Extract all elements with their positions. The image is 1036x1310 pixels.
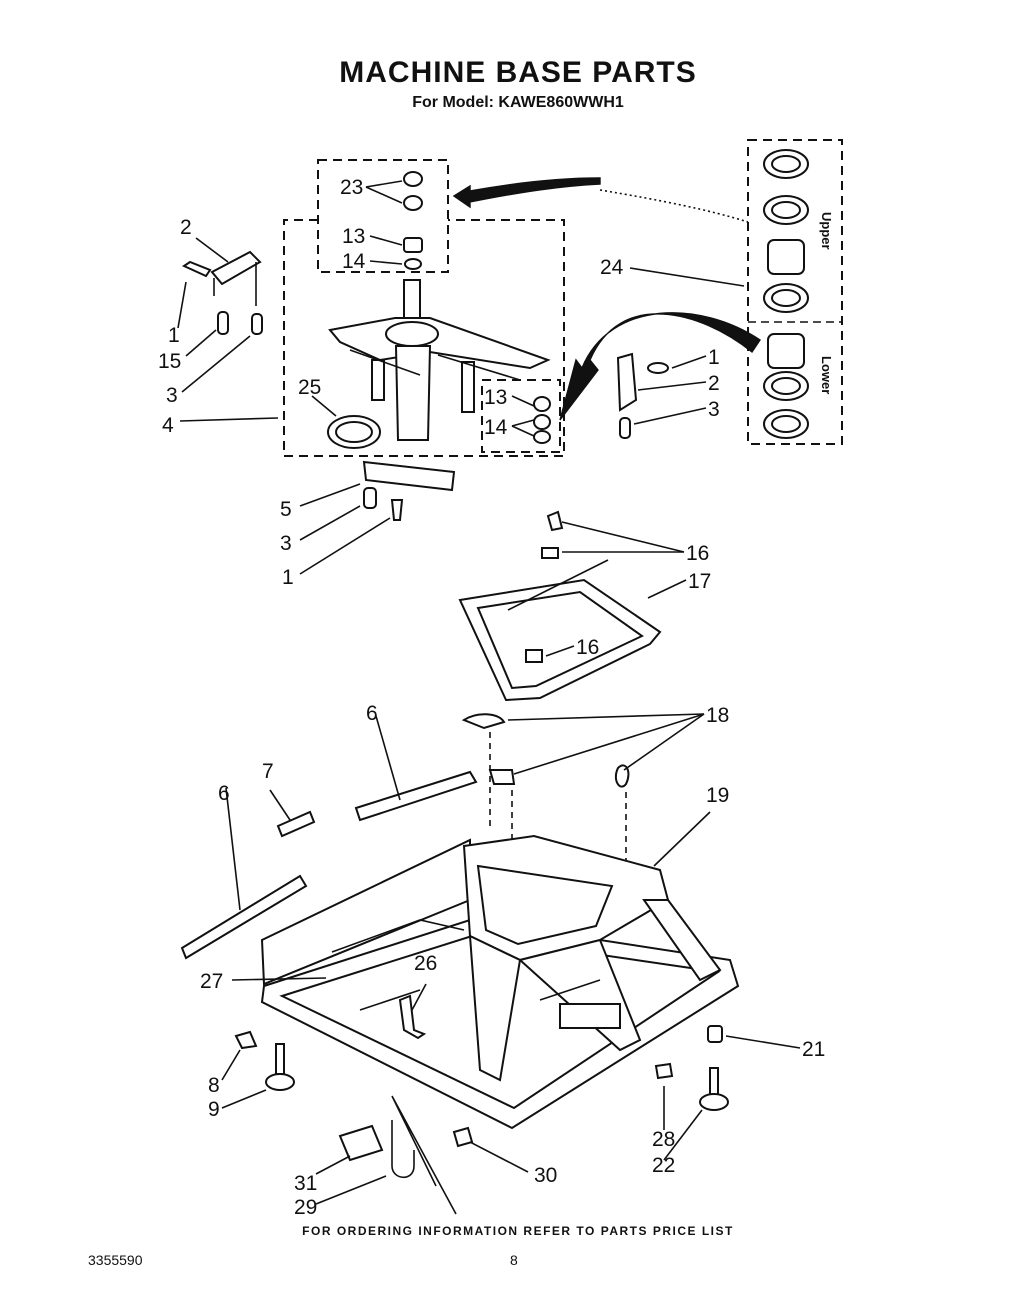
part-16-clip-mid — [541, 547, 559, 559]
part-31-hose — [338, 1124, 384, 1162]
callout-6-upper: 6 — [366, 702, 378, 725]
callout-23: 23 — [340, 176, 363, 199]
hose-leader-v — [391, 1095, 457, 1215]
part-17-top-frame — [458, 559, 662, 702]
side-box-leader — [599, 189, 749, 223]
part-4-transmission-assembly — [328, 279, 551, 441]
part-29-hose-clip — [391, 1120, 415, 1179]
part-18-spring — [614, 764, 630, 788]
part-2-bracket-left — [210, 250, 262, 306]
part-25-seal-ring — [327, 415, 381, 449]
transmission-assembly-box — [283, 219, 565, 457]
callout-15: 15 — [158, 350, 181, 373]
callout-18: 18 — [706, 704, 729, 727]
side-bearing-box — [747, 139, 843, 445]
lower-label: Lower — [819, 356, 834, 394]
model-subtitle: For Model: KAWE860WWH1 — [412, 94, 624, 111]
callout-13-upper: 13 — [342, 225, 365, 248]
callout-26: 26 — [414, 952, 437, 975]
callout-1-right: 1 — [708, 346, 720, 369]
part-28-clip — [654, 1062, 674, 1080]
part-18-cap — [461, 713, 506, 730]
bearing-detail-box — [317, 159, 449, 273]
lower-bearings — [533, 396, 551, 444]
bearing-box-arrow — [452, 177, 601, 209]
part-13-bushing — [403, 237, 423, 253]
part-18-clip — [488, 769, 516, 785]
callout-4: 4 — [162, 414, 174, 437]
part-1-bolt-left — [181, 260, 212, 278]
document-number: 3355590 — [88, 1252, 143, 1268]
page-title: MACHINE BASE PARTS — [339, 56, 697, 89]
part-8-cap — [234, 1030, 258, 1050]
callout-21: 21 — [802, 1038, 825, 1061]
callout-7: 7 — [262, 760, 274, 783]
callout-14-lower: 14 — [484, 416, 508, 439]
part-16-clip-top — [546, 510, 564, 532]
part-23-bearing — [403, 171, 423, 211]
part-2-bracket-right — [616, 352, 638, 412]
callout-9: 9 — [208, 1098, 220, 1121]
part-3-clip-left — [251, 313, 263, 335]
callout-3-left: 3 — [166, 384, 178, 407]
callout-3-right: 3 — [708, 398, 720, 421]
ordering-note: FOR ORDERING INFORMATION REFER TO PARTS … — [302, 1224, 734, 1238]
callout-19: 19 — [706, 784, 729, 807]
upper-bearing-set — [763, 149, 809, 313]
page-number: 8 — [510, 1252, 518, 1268]
callout-31: 31 — [294, 1172, 317, 1195]
callout-25: 25 — [298, 376, 321, 399]
upper-label: Upper — [819, 212, 834, 250]
part-26-clip — [398, 994, 427, 1040]
part-30-clip — [452, 1126, 474, 1148]
callout-2-left: 2 — [180, 216, 192, 239]
part-1-bolt-right — [647, 362, 669, 374]
side-box-arrow — [559, 312, 761, 421]
callout-2-right: 2 — [708, 372, 720, 395]
part-16-clip-low — [525, 649, 543, 663]
part-1-bolt-bottom — [390, 499, 404, 521]
lower-bearing-box — [481, 379, 561, 453]
callout-30: 30 — [534, 1164, 557, 1187]
part-7-spring — [276, 810, 316, 838]
part-3-clip-bottom — [363, 487, 377, 509]
callout-3-bottom: 3 — [280, 532, 292, 555]
lower-bearing-set — [763, 333, 809, 439]
part-19-machine-base — [260, 834, 740, 1130]
callout-13-lower: 13 — [484, 386, 507, 409]
callout-24: 24 — [600, 256, 624, 279]
callout-29: 29 — [294, 1196, 317, 1219]
part-21-bumper — [707, 1025, 723, 1043]
callout-1-left: 1 — [168, 324, 180, 347]
callout-8: 8 — [208, 1074, 220, 1097]
callout-27: 27 — [200, 970, 223, 993]
part-6-bracket-upper — [354, 770, 478, 822]
callout-16-top: 16 — [686, 542, 709, 565]
callout-1-bottom: 1 — [282, 566, 294, 589]
callout-28: 28 — [652, 1128, 675, 1151]
callout-14-upper: 14 — [342, 250, 366, 273]
callout-16-low: 16 — [576, 636, 599, 659]
leader-lines — [177, 180, 801, 1205]
part-22-foot — [699, 1067, 729, 1111]
part-14-seal — [404, 258, 422, 270]
callout-22: 22 — [652, 1154, 675, 1177]
part-9-foot — [265, 1043, 295, 1091]
part-3-clip-right — [619, 417, 631, 439]
callout-6-lower: 6 — [218, 782, 230, 805]
part-15-spring — [217, 311, 229, 335]
callout-17: 17 — [688, 570, 711, 593]
part-5-plate — [362, 460, 456, 492]
callout-5: 5 — [280, 498, 292, 521]
part-6-bracket-lower — [180, 874, 308, 960]
